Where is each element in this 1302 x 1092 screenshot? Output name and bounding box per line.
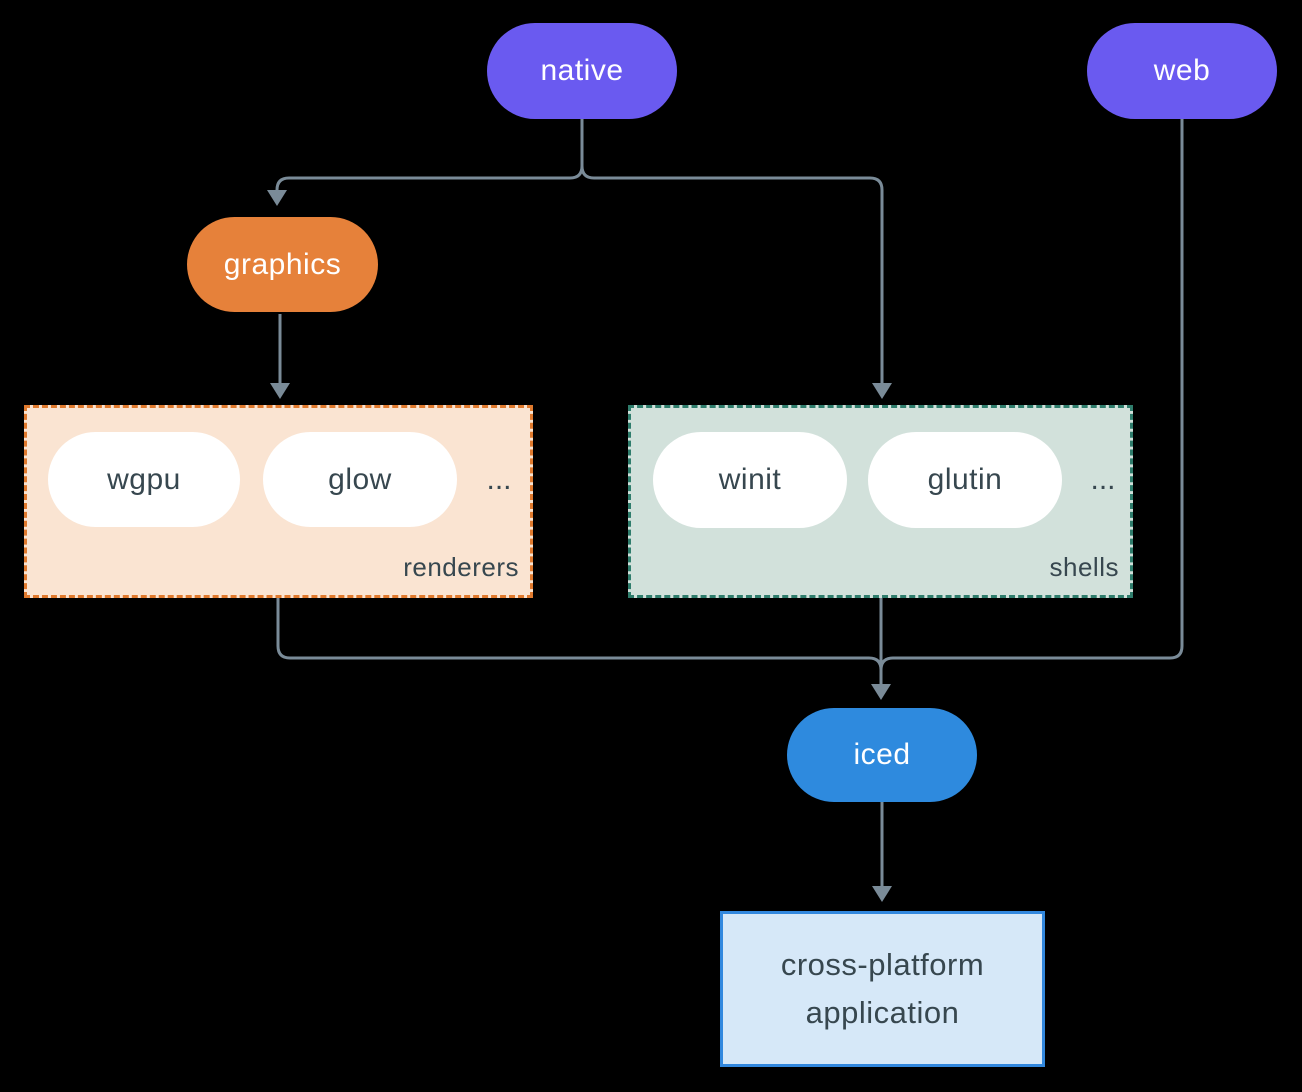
shells-ellipsis: ... (1090, 463, 1116, 496)
node-native: native (487, 23, 677, 119)
application-label-line1: cross-platform (780, 947, 985, 982)
node-native-label: native (540, 54, 624, 87)
group-shells: winit glutin ... shells (628, 405, 1133, 598)
node-iced: iced (787, 708, 977, 802)
arrowhead-iced (871, 684, 891, 700)
node-glow-label: glow (328, 462, 392, 496)
node-iced-label: iced (853, 738, 911, 771)
node-glutin-label: glutin (927, 463, 1003, 496)
node-winit-label: winit (718, 463, 782, 496)
shells-group-label: shells (1049, 552, 1119, 582)
arrowhead-renderers (270, 383, 290, 399)
group-renderers: wgpu glow ... renderers (24, 405, 533, 598)
node-web: web (1087, 23, 1277, 119)
node-glow: glow (263, 432, 457, 527)
node-glutin: glutin (868, 432, 1062, 528)
arrowhead-application (872, 886, 892, 902)
application-box: cross-platform application (720, 911, 1045, 1067)
arrowhead-shells (872, 383, 892, 399)
edge-native-shells (580, 165, 884, 385)
node-wgpu-label: wgpu (107, 462, 181, 496)
edge-native-graphics (275, 119, 584, 191)
node-web-label: web (1153, 54, 1211, 87)
node-wgpu: wgpu (48, 432, 240, 527)
edge-renderers-iced (276, 598, 883, 671)
arrowhead-graphics (267, 190, 287, 206)
application-label-line2: application (805, 995, 960, 1030)
node-graphics: graphics (187, 217, 378, 312)
node-graphics-label: graphics (223, 247, 342, 281)
node-winit: winit (653, 432, 847, 528)
renderers-group-label: renderers (403, 552, 519, 582)
renderers-ellipsis: ... (486, 462, 512, 496)
